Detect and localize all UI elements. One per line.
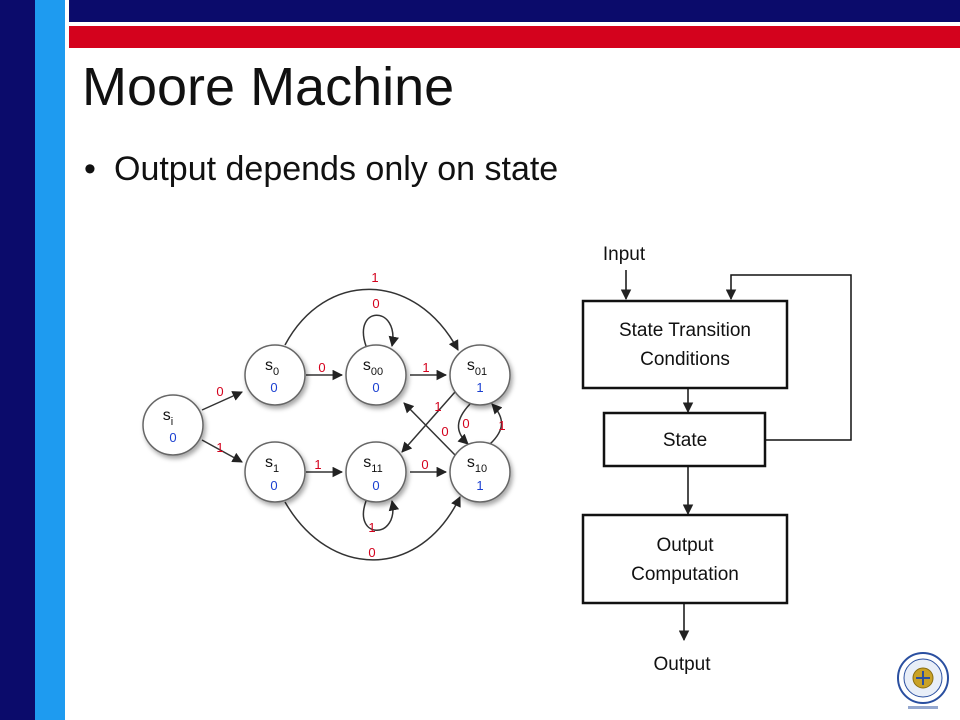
state-transition-box: [581, 299, 789, 390]
top-red-stripe: [0, 26, 960, 48]
svg-text:si: si: [163, 407, 173, 428]
edge-label-si-s0: 0: [216, 384, 223, 399]
state-output: 0: [270, 380, 277, 395]
left-navy-stripe: [0, 0, 35, 720]
left-white-stripe: [65, 0, 69, 720]
state-node-s1: s1 0: [244, 441, 306, 503]
feedback-line: [725, 274, 852, 441]
edge-label-s0-s01: 1: [371, 270, 378, 285]
edge-s0-s01: [284, 288, 459, 351]
edge-label-s11-loop: 1: [368, 520, 375, 535]
edge-s01-s11: [401, 391, 456, 453]
edge-label-si-s1: 1: [216, 440, 223, 455]
edge-s1-s10: [284, 496, 461, 561]
svg-text:s11: s11: [363, 454, 382, 475]
state-name: s: [467, 357, 475, 374]
edge-label-s1-s11: 1: [314, 457, 321, 472]
edge-s11-loop: [362, 499, 400, 531]
transition-box-line2: Conditions: [640, 349, 730, 370]
edge-label-s00-s01: 1: [422, 360, 429, 375]
edge-s10-s01: [489, 403, 503, 445]
svg-text:s10: s10: [467, 454, 487, 475]
state-node-s11: s11 0: [345, 441, 407, 503]
edge-label-s11-s10: 0: [421, 457, 428, 472]
slide-title: Moore Machine: [82, 57, 455, 117]
state-subscript: 1: [273, 463, 279, 475]
svg-text:s1: s1: [265, 454, 279, 475]
state-node-si: si 0: [142, 394, 204, 456]
state-output: 1: [476, 478, 483, 493]
bullet-item: • Output depends only on state: [84, 150, 558, 189]
state-box: [602, 411, 767, 468]
state-subscript: 00: [371, 366, 383, 378]
seal-logo: [897, 652, 949, 709]
top-navy-stripe: [0, 0, 960, 22]
state-subscript: 11: [371, 463, 382, 475]
edge-label-s1-s10: 0: [368, 545, 375, 560]
state-subscript: 01: [475, 366, 487, 378]
state-subscript: i: [171, 416, 173, 428]
output-box-line2: Computation: [631, 564, 739, 585]
state-box-label: State: [663, 430, 707, 451]
state-subscript: 0: [273, 366, 279, 378]
bullet-dot: •: [84, 150, 96, 188]
transition-box-line1: State Transition: [619, 320, 751, 341]
state-name: s: [363, 454, 371, 471]
output-box-line1: Output: [656, 535, 714, 556]
edge-label-s0-s00: 0: [318, 360, 325, 375]
left-blue-stripe: [35, 0, 65, 720]
state-output: 0: [372, 380, 379, 395]
edge-label-s10-s01: 1: [498, 418, 505, 433]
edge-s00-loop: [362, 314, 399, 348]
svg-text:s01: s01: [467, 357, 487, 378]
bullet-text: Output depends only on state: [114, 150, 559, 188]
state-node-s01: s01 1: [449, 344, 511, 406]
state-node-s0: s0 0: [244, 344, 306, 406]
state-subscript: 10: [475, 463, 487, 475]
edge-label-s01-s10: 0: [462, 416, 469, 431]
input-label: Input: [603, 244, 646, 265]
state-node-s10: s10 1: [449, 441, 511, 503]
output-computation-box: [581, 513, 789, 605]
edge-label-s01-s11: 1: [434, 399, 441, 414]
edge-si-s1: [201, 439, 243, 463]
state-output: 0: [372, 478, 379, 493]
edge-label-s10-s00: 0: [441, 424, 448, 439]
svg-text:s00: s00: [363, 357, 383, 378]
state-output: 0: [270, 478, 277, 493]
state-name: s: [467, 454, 475, 471]
state-name: s: [363, 357, 371, 374]
state-output: 0: [169, 430, 176, 445]
state-name: s: [265, 454, 273, 471]
state-output: 1: [476, 380, 483, 395]
edge-s01-s10: [457, 403, 471, 445]
state-node-s00: s00 0: [345, 344, 407, 406]
edge-si-s0: [201, 391, 243, 411]
edge-s10-s00: [403, 402, 456, 456]
edge-label-s00-loop: 0: [372, 296, 379, 311]
state-name: s: [163, 407, 171, 424]
state-name: s: [265, 357, 273, 374]
svg-text:s0: s0: [265, 357, 279, 378]
output-label: Output: [653, 654, 711, 675]
